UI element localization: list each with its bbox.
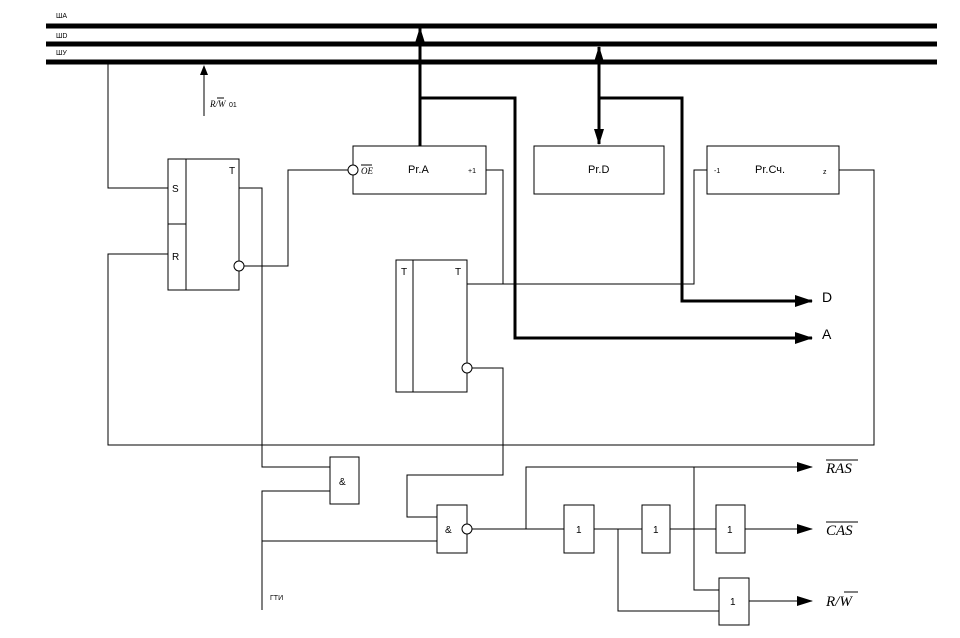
output-rw: R/W [825,591,858,610]
or-gate-rw: 1 [718,577,750,626]
buffer-1: 1 [563,504,595,554]
address-bus-label: ША [56,13,67,20]
trigger-mid: T T [395,259,473,393]
buffer-2-label: 1 [653,525,659,536]
register-a-inc-label: +1 [468,168,476,175]
trigger-mid-left-label: T [401,267,407,278]
data-bus-label: ШD [56,33,67,40]
counter-label: Pr.Сч. [755,164,785,176]
trigger-mid-right-label: T [455,267,461,278]
trigger-left-reset-label: R [172,252,179,263]
output-ras-label: RAS [825,461,852,477]
thick-paths [415,27,813,344]
control-bus-label: ШУ [56,50,67,57]
and-gate-lower-inverted-output [461,523,473,535]
output-rw-label: R/W [825,594,853,610]
register-d-label: Pr.D [588,164,609,176]
output-ras: RAS [825,459,858,477]
trigger-left-set-label: S [172,184,179,195]
clock-label: ГТИ [270,595,283,602]
counter-zero-label: z [823,169,827,176]
counter-dec-label: -1 [714,168,720,175]
output-a-label: A [822,326,832,342]
buffer-3-label: 1 [727,525,733,536]
rw-control-signal: R/W 01 [200,65,237,116]
rw-control-suffix: 01 [229,102,237,109]
output-cas: CAS [826,521,858,539]
buffer-2: 1 [641,504,671,554]
trigger-left: S R T [167,158,245,291]
and-gate-lower: & [436,504,473,554]
trigger-left-type-label: T [229,166,235,177]
and-gate-upper: & [329,456,360,505]
and-gate-lower-label: & [445,525,452,536]
register-a-oe-bubble [347,164,359,176]
thin-wiring [107,62,875,612]
register-d: Pr.D [533,145,665,195]
trigger-mid-inverted-output [461,362,473,374]
trigger-left-inverted-output [233,260,245,272]
register-a-label: Pr.A [408,164,429,176]
or-gate-rw-label: 1 [730,597,736,608]
register-a-oe-label: OE [361,166,373,176]
rw-control-label: R/W [209,99,227,109]
counter-register: Pr.Сч. -1 z [706,145,840,195]
and-gate-upper-label: & [339,477,346,488]
buffer-3: 1 [715,504,746,554]
output-cas-label: CAS [826,523,853,539]
register-a: Pr.A OE +1 [347,145,487,195]
system-buses: ША ШD ШУ [46,13,937,65]
output-d-label: D [822,289,832,305]
buffer-1-label: 1 [576,525,582,536]
